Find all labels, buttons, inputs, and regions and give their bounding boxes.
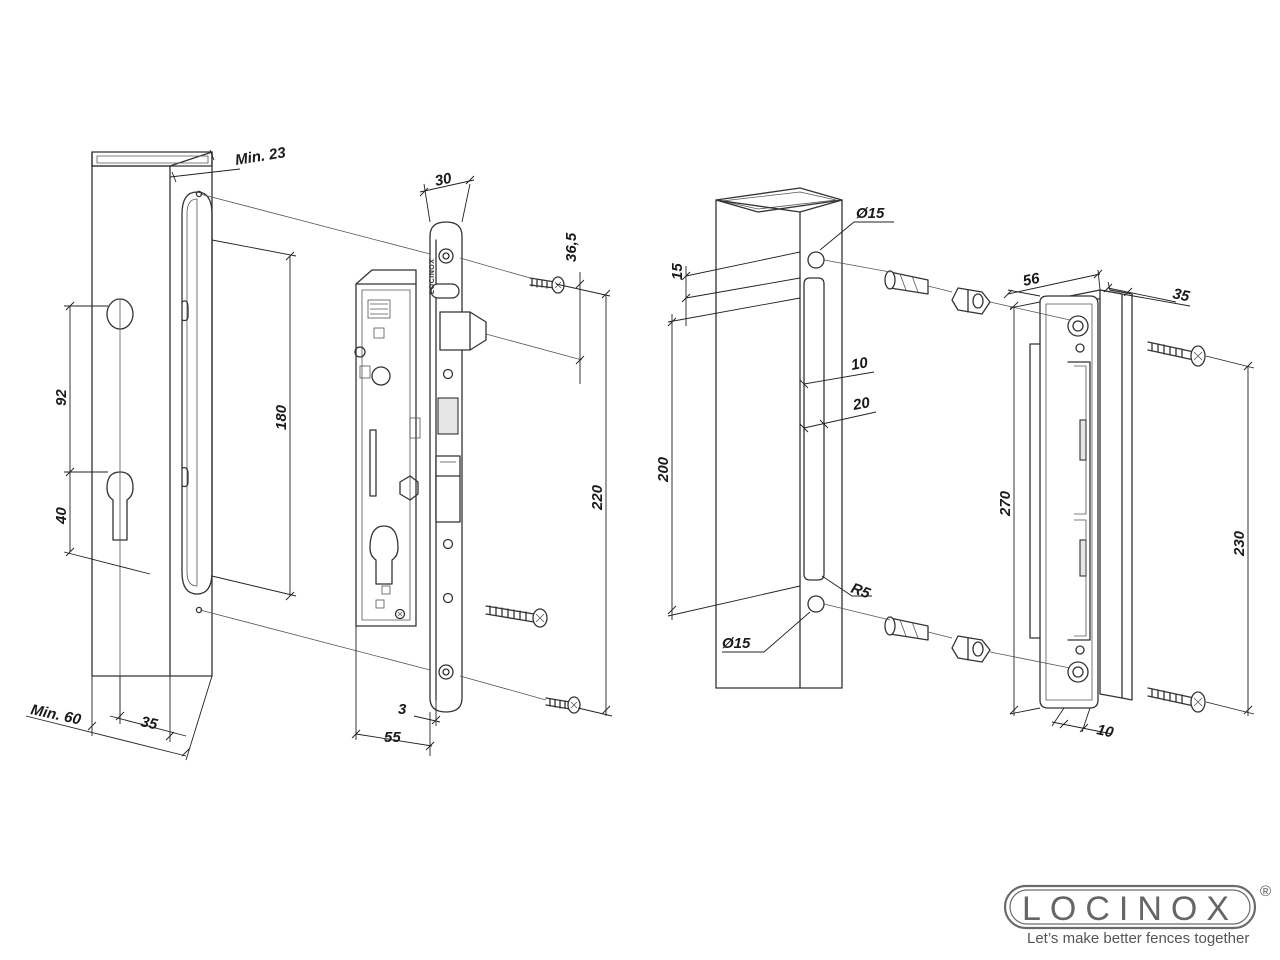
logo-wordmark: LOCINOX bbox=[1022, 890, 1238, 928]
dim-35-right: 35 bbox=[1171, 285, 1191, 305]
logo-tagline: Let’s make better fences together bbox=[1027, 930, 1249, 947]
keeper-fixings bbox=[884, 270, 1206, 713]
dim-min23: Min. 23 bbox=[234, 144, 288, 169]
dim-35-left: 35 bbox=[139, 713, 159, 733]
logo-registered: ® bbox=[1260, 883, 1271, 900]
dim-dia15-bottom: Ø15 bbox=[722, 635, 751, 652]
locinox-logo: LOCINOX ® Let’s make better fences toget… bbox=[1003, 883, 1271, 947]
dim-15-right: 15 bbox=[669, 263, 686, 280]
right-post bbox=[715, 187, 843, 689]
dim-dia15-top: Ø15 bbox=[856, 205, 885, 222]
dim-220: 220 bbox=[589, 484, 606, 511]
lock-brand-label: LOCINOX bbox=[429, 259, 436, 294]
dim-3: 3 bbox=[398, 701, 407, 718]
keeper-plate bbox=[1029, 289, 1133, 709]
dim-200: 200 bbox=[655, 456, 672, 483]
left-post-dimensions: Min. 23 92 40 180 Min. 60 35 bbox=[25, 144, 297, 761]
left-post bbox=[91, 151, 213, 722]
dim-30: 30 bbox=[433, 170, 453, 190]
left-screws bbox=[485, 276, 581, 714]
left-projection-lines bbox=[199, 193, 583, 701]
dim-270: 270 bbox=[997, 490, 1014, 517]
mortise-lock: LOCINOX bbox=[354, 221, 487, 713]
dim-10-slot: 10 bbox=[850, 354, 870, 374]
dim-36-5: 36,5 bbox=[563, 232, 580, 262]
dim-92: 92 bbox=[53, 389, 70, 406]
dim-40: 40 bbox=[53, 507, 70, 525]
right-post-dimensions: 15 200 Ø15 10 20 R5 Ø15 bbox=[655, 205, 894, 653]
dim-min60: Min. 60 bbox=[29, 701, 83, 728]
dim-180: 180 bbox=[273, 404, 290, 430]
dim-55: 55 bbox=[384, 729, 401, 746]
dim-20: 20 bbox=[851, 394, 872, 414]
lock-dimensions: 30 36,5 220 3 55 bbox=[351, 170, 613, 756]
right-projection-lines bbox=[823, 259, 1071, 669]
dim-230: 230 bbox=[1231, 530, 1248, 557]
dim-10-bottom: 10 bbox=[1095, 721, 1115, 741]
dim-r5: R5 bbox=[849, 580, 873, 603]
keeper-dimensions: 56 35 270 230 10 bbox=[997, 270, 1255, 742]
dim-56: 56 bbox=[1021, 270, 1041, 290]
